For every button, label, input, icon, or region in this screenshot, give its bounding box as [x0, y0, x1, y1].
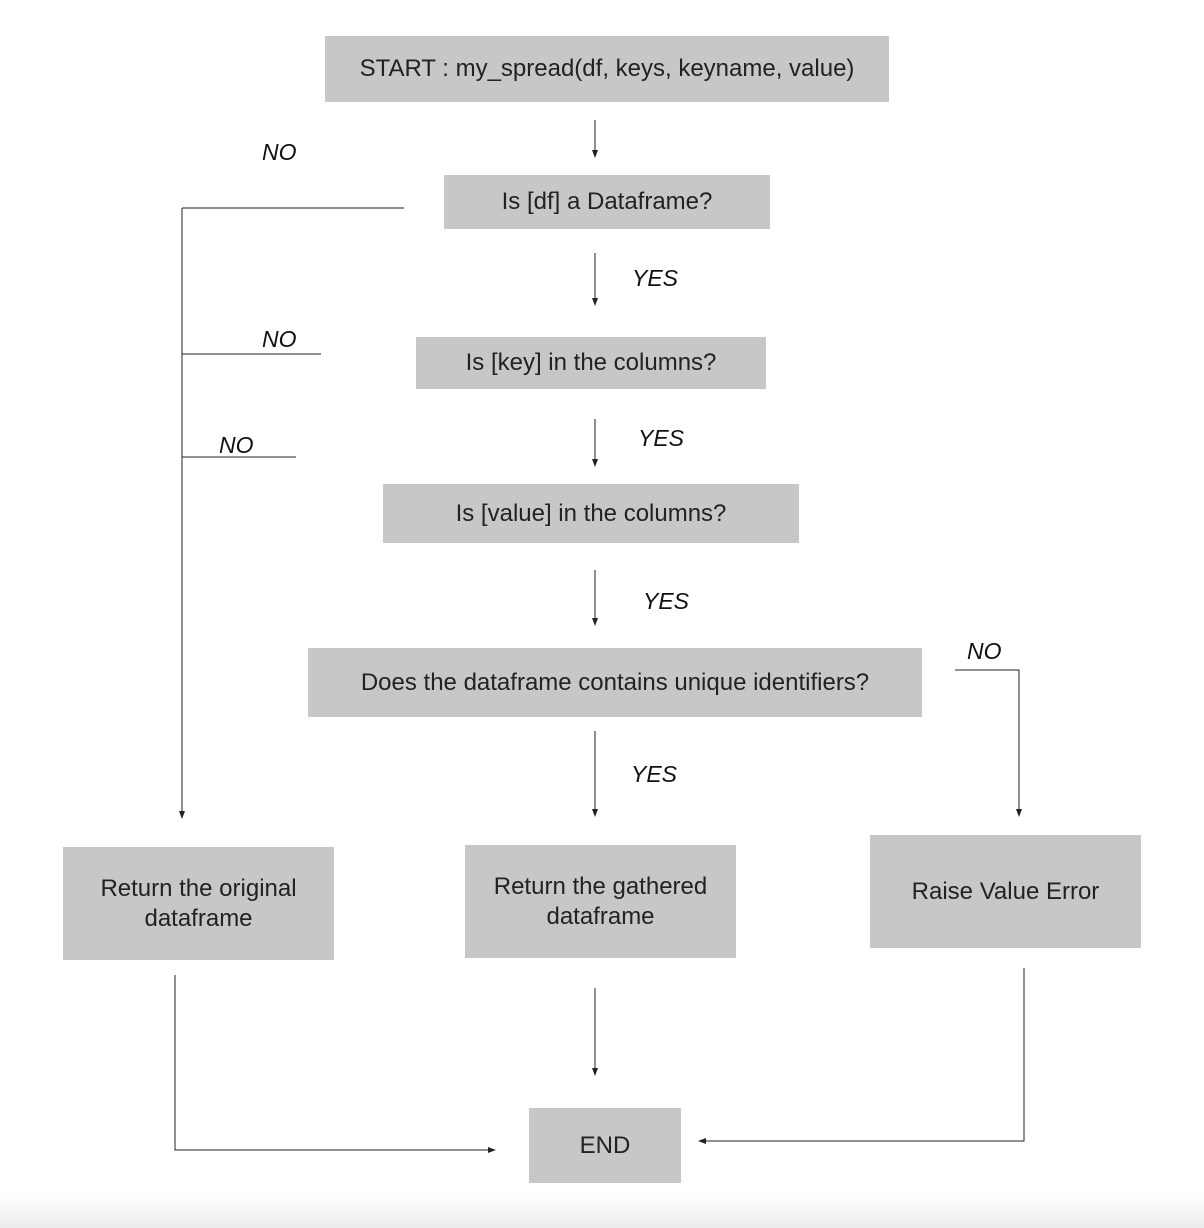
label-unique-yes: YES: [631, 761, 678, 787]
return-original-node: Return the original dataframe: [63, 847, 334, 960]
return-gathered-node: Return the gathered dataframe: [465, 845, 736, 958]
decision-unique-identifiers: Does the dataframe contains unique ident…: [308, 648, 922, 717]
label-value-yes: YES: [643, 588, 690, 614]
end-node: END: [529, 1108, 681, 1183]
arrow-error-to-end: [698, 968, 1025, 1144]
decision-is-dataframe: Is [df] a Dataframe?: [444, 175, 770, 229]
arrow-original-to-end: [174, 975, 496, 1153]
raise-error-node: Raise Value Error: [870, 835, 1141, 948]
label-value-no: NO: [219, 432, 254, 458]
branch-unique-no: [955, 669, 1022, 817]
label-key-no: NO: [262, 326, 297, 352]
label-unique-no: NO: [967, 638, 1002, 664]
label-df-yes: YES: [632, 265, 679, 291]
bottom-shadow: [0, 1196, 1204, 1228]
label-df-no: NO: [262, 139, 297, 165]
start-node: START : my_spread(df, keys, keyname, val…: [325, 36, 889, 102]
decision-key-in-columns: Is [key] in the columns?: [416, 337, 766, 389]
decision-value-in-columns: Is [value] in the columns?: [383, 484, 799, 543]
label-key-yes: YES: [638, 425, 685, 451]
